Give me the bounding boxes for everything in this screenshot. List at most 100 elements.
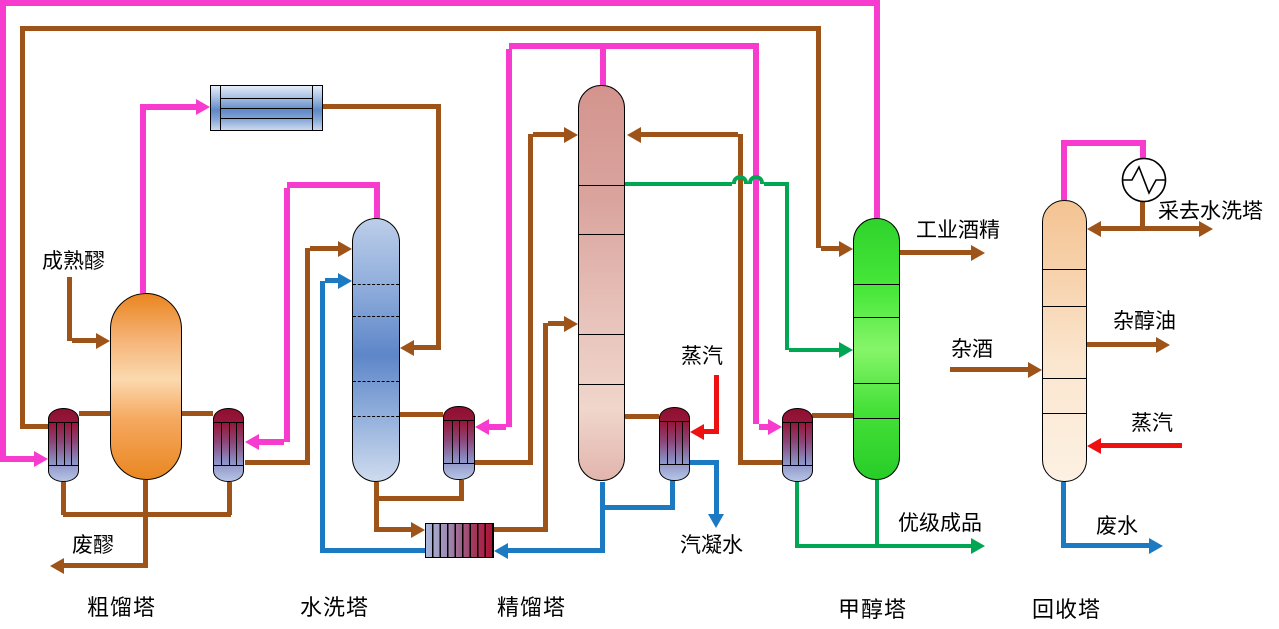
pipe-segment: [1061, 482, 1066, 548]
pipe-segment: [785, 184, 789, 350]
exchanger-tube-line: [220, 108, 313, 109]
exchanger-tube-line: [804, 422, 806, 465]
pipe-segment: [625, 182, 732, 186]
exchanger-cap-line: [783, 465, 812, 466]
column-section-line: [1043, 378, 1086, 379]
pipe-segment: [374, 182, 380, 218]
pipe-segment: [0, 0, 880, 6]
pipe-segment: [690, 460, 719, 465]
exchanger-tube-line: [56, 422, 58, 465]
pipe-segment: [227, 482, 232, 515]
pipe-segment: [753, 49, 759, 424]
arrowhead: [971, 538, 985, 554]
exchanger-cap-line: [214, 465, 243, 466]
column-section-line: [854, 317, 899, 318]
pipe-segment: [310, 246, 338, 251]
column-label-wash: 水洗塔: [300, 595, 370, 620]
pipe-segment: [506, 49, 512, 427]
pipe-segment: [821, 246, 841, 251]
methanol-column: [853, 218, 900, 480]
arrowhead: [475, 419, 489, 435]
exchanger-tube-line: [674, 421, 676, 464]
exchanger-tube-line: [220, 98, 313, 99]
stream-label-waste-water: 废水: [1096, 514, 1138, 538]
recovery-column: [1042, 200, 1087, 482]
water-wash-column: [352, 218, 400, 482]
arrowhead: [245, 434, 259, 450]
exchanger-cap-line: [49, 465, 78, 466]
pipe-segment: [305, 248, 310, 465]
pipe-segment: [625, 414, 659, 419]
pipe-segment: [287, 182, 377, 188]
pipe-segment: [143, 480, 148, 568]
exchanger-tube-line: [466, 420, 468, 463]
pipe-segment: [245, 460, 307, 465]
arrowhead: [839, 342, 853, 358]
stream-label-fusel-oil: 杂醇油: [1113, 309, 1176, 333]
stream-label-steam-condensate: 汽凝水: [680, 533, 743, 557]
pipe-segment: [323, 104, 440, 109]
pipe-segment: [875, 480, 879, 548]
pipe-segment: [816, 26, 821, 248]
condenser-crude-left: [48, 408, 79, 482]
pipe-segment: [641, 132, 738, 137]
arrowhead: [1149, 538, 1163, 554]
column-section-line: [353, 284, 399, 285]
arrowhead: [1199, 221, 1213, 237]
pipe-segment: [1101, 226, 1199, 231]
pipe-segment: [1061, 140, 1067, 200]
arrowhead: [494, 543, 508, 559]
pipe-segment: [812, 413, 853, 418]
column-label-recovery: 回收塔: [1032, 597, 1102, 622]
pipe-segment: [22, 26, 821, 31]
pipe-segment: [714, 463, 719, 514]
pipe-segment: [764, 182, 789, 186]
exchanger-tube-line: [797, 422, 799, 465]
pipe-segment: [1140, 146, 1146, 158]
pipe-crossover-hop: [732, 175, 748, 184]
pipe-segment: [494, 527, 547, 532]
condenser-circle-icon: [1121, 157, 1167, 203]
column-section-line: [353, 416, 399, 417]
pipe-segment: [1087, 342, 1156, 347]
stream-label-to-wash-column: 采去水洗塔: [1158, 199, 1263, 223]
pipe-segment: [1140, 201, 1145, 231]
pipe-segment: [789, 348, 839, 352]
column-section-line: [1043, 306, 1086, 307]
pipe-segment: [64, 563, 146, 568]
pipe-segment: [795, 480, 799, 548]
arrowhead: [564, 127, 578, 143]
arrowhead: [564, 316, 578, 332]
pipe-segment: [25, 424, 48, 429]
column-section-line: [579, 384, 624, 385]
column-section-line: [854, 418, 899, 419]
condenser-methanol: [782, 408, 813, 482]
pipe-segment: [475, 460, 532, 465]
arrowhead: [400, 340, 414, 356]
pipe-segment: [259, 439, 284, 445]
column-label-rectify: 精馏塔: [497, 595, 567, 620]
mash-preheater: [210, 85, 323, 131]
column-section-line: [1043, 269, 1086, 270]
column-section-line: [579, 234, 624, 235]
pipe-segment: [548, 321, 564, 326]
condenser-rectify-left: [443, 406, 475, 480]
pipe-segment: [900, 250, 971, 255]
pipe-segment: [6, 456, 34, 462]
exchanger-tube-line: [667, 421, 669, 464]
pipe-segment: [509, 43, 759, 49]
arrowhead: [768, 419, 782, 435]
pipe-segment: [325, 278, 338, 283]
exchanger-tube-line: [235, 422, 237, 465]
pipe-segment: [797, 544, 971, 548]
arrowhead: [1087, 221, 1101, 237]
exchanger-tube-line: [228, 422, 230, 465]
pipe-segment: [600, 43, 606, 85]
exchanger-cap-line: [660, 464, 689, 465]
arrowhead: [196, 99, 210, 115]
stream-label-mature-mash: 成熟醪: [42, 249, 105, 273]
pipe-segment: [414, 345, 436, 350]
arrowhead: [839, 241, 853, 257]
exchanger-tube-line: [451, 420, 453, 463]
column-section-line: [353, 381, 399, 382]
